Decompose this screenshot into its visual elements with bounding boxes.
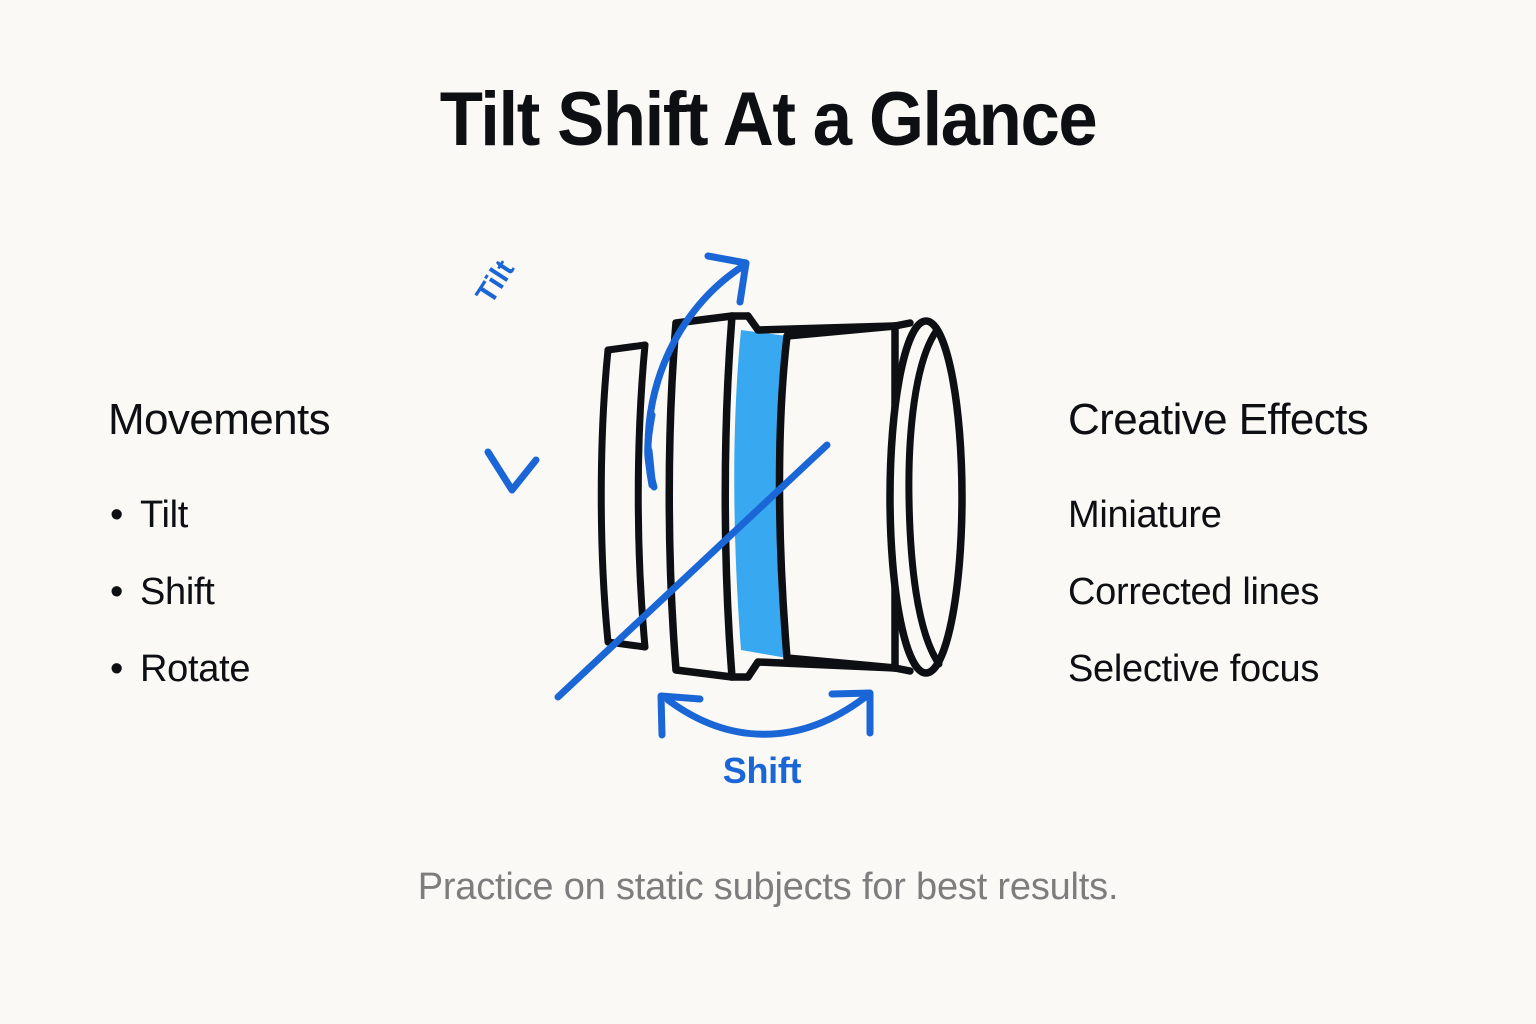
shift-arc-arrow: [657, 689, 874, 739]
list-item: • Shift: [108, 573, 438, 611]
rear-mount-ring-top: [604, 341, 649, 354]
tilt-shift-lens-diagram: [440, 190, 1080, 830]
page-title: Tilt Shift At a Glance: [439, 77, 1098, 162]
bullet-icon: •: [110, 571, 124, 613]
rear-barrel-segment: [665, 312, 736, 681]
list-item-label: Rotate: [140, 648, 251, 690]
tilt-arrowhead-down: [484, 448, 540, 494]
list-item-label: Shift: [140, 571, 215, 613]
front-ring-top-stub: [891, 319, 914, 330]
tilt-plane-line: [554, 441, 831, 701]
bullet-icon: •: [110, 494, 124, 536]
focus-ring-right-edge: [776, 333, 790, 661]
shift-annotation-label: Shift: [0, 750, 1536, 792]
shift-arc-path: [664, 694, 868, 738]
creative-effects-column: Creative Effects Miniature Corrected lin…: [1068, 398, 1488, 727]
tilt-arc-arrow: [484, 252, 750, 494]
list-item: Miniature: [1068, 496, 1488, 534]
front-ring-bottom-stub: [891, 664, 914, 675]
bullet-icon: •: [110, 648, 124, 690]
movements-list: • Tilt • Shift • Rotate: [108, 496, 438, 688]
list-item-label: Tilt: [140, 494, 189, 536]
list-item: Corrected lines: [1068, 573, 1488, 611]
barrel-top-edge: [744, 312, 899, 334]
tilt-arrowhead-up: [704, 252, 750, 306]
rear-mount-ring-outer: [597, 346, 612, 646]
blue-focus-ring-band: [734, 330, 787, 658]
lens-barrel-group: [597, 312, 966, 681]
lens-diagram-svg: [484, 213, 966, 739]
list-item: • Rotate: [108, 650, 438, 688]
list-item: Selective focus: [1068, 650, 1488, 688]
shift-arrowhead-left: [657, 692, 704, 739]
movements-column: Movements • Tilt • Shift • Rotate: [108, 398, 438, 727]
shift-arrowhead-right: [828, 689, 874, 737]
movements-heading: Movements: [108, 395, 331, 444]
creative-effects-list: Miniature Corrected lines Selective focu…: [1068, 496, 1488, 688]
tilt-arc-path-tail: [644, 411, 658, 491]
barrel-bottom-edge: [744, 658, 899, 681]
mid-barrel-segment: [775, 322, 899, 672]
list-item-label: Selective focus: [1068, 648, 1320, 690]
list-item-label: Miniature: [1068, 494, 1222, 536]
footer-caption: Practice on static subjects for best res…: [417, 866, 1119, 908]
shift-annotation-text: Shift: [722, 750, 802, 791]
front-element-inner-ring: [905, 326, 943, 668]
front-element-outer-ring: [886, 317, 966, 677]
rear-mount-ring-inner: [634, 341, 649, 651]
list-item-label: Corrected lines: [1068, 571, 1320, 613]
creative-effects-heading: Creative Effects: [1068, 395, 1369, 444]
list-item: • Tilt: [108, 496, 438, 534]
